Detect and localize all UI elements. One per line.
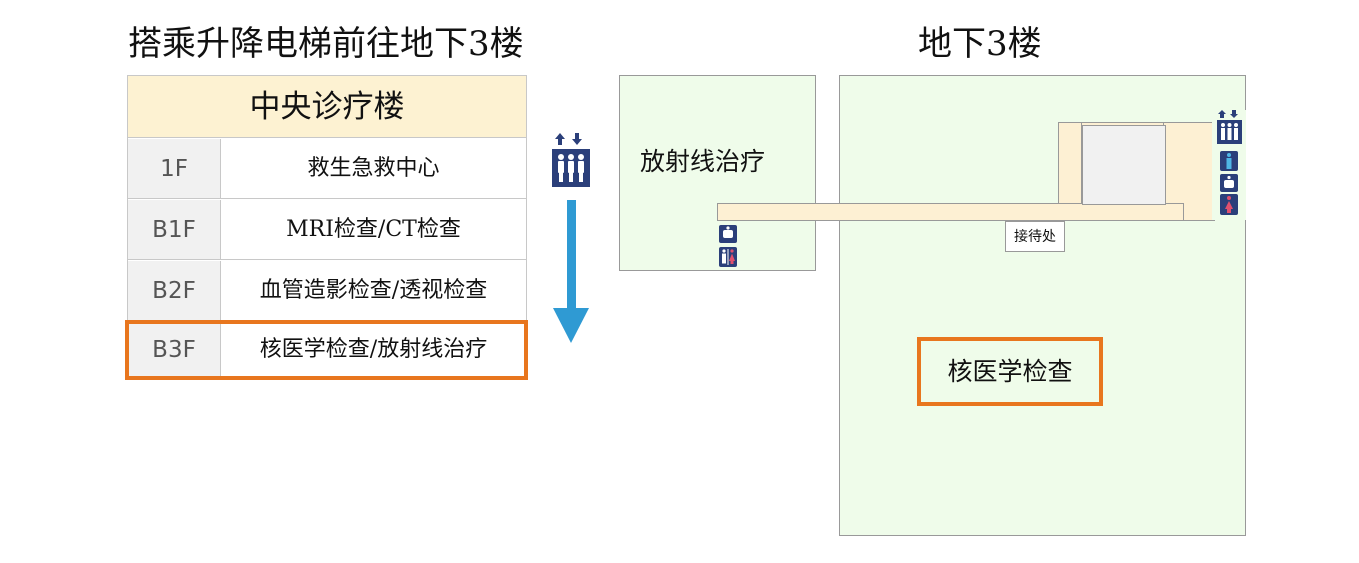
floor-department: 救生急救中心 — [307, 156, 440, 181]
floor-directory-table: 中央诊疗楼 1F 救生急救中心 B1F MRI检查/CT检查 B2F 血管造影检… — [127, 75, 527, 379]
floor-label: B3F — [128, 322, 221, 378]
floor-department: 血管造影检查/透视检查 — [259, 278, 488, 303]
elevator-icon — [1217, 110, 1242, 144]
multipurpose-restroom-icon — [1220, 174, 1238, 192]
corridor — [1058, 122, 1082, 207]
mens-restroom-icon — [1220, 151, 1238, 171]
radiotherapy-label: 放射线治疗 — [640, 147, 766, 176]
route-title: 搭乘升降电梯前往地下3楼 — [128, 24, 524, 64]
map-radiotherapy-area — [619, 75, 816, 271]
restroom-icon — [719, 247, 737, 267]
floor-row-b3f: B3F 核医学检查/放射线治疗 — [128, 322, 526, 378]
building-name: 中央诊疗楼 — [128, 76, 526, 138]
floor-row-b2f: B2F 血管造影检查/透视检查 — [128, 261, 526, 321]
down-arrow-icon — [553, 200, 589, 343]
reception-label: 接待处 — [1005, 221, 1065, 252]
floor-department: MRI检查/CT检查 — [286, 217, 461, 242]
floor-row-1f: 1F 救生急救中心 — [128, 139, 526, 199]
main-corridor — [717, 203, 1184, 221]
b3f-highlight — [125, 320, 528, 380]
floor-row-b1f: B1F MRI检查/CT检查 — [128, 200, 526, 260]
map-title: 地下3楼 — [918, 24, 1042, 64]
elevator-icon — [552, 133, 590, 187]
womens-restroom-icon — [1220, 194, 1238, 215]
floor-label: 1F — [128, 139, 221, 198]
nuclear-medicine-highlight: 核医学检查 — [917, 337, 1103, 406]
elevator-hall — [1082, 125, 1166, 205]
floor-department: 核医学检查/放射线治疗 — [259, 337, 488, 362]
floor-label: B1F — [128, 200, 221, 259]
multipurpose-restroom-icon — [719, 225, 737, 243]
floor-label: B2F — [128, 261, 221, 320]
